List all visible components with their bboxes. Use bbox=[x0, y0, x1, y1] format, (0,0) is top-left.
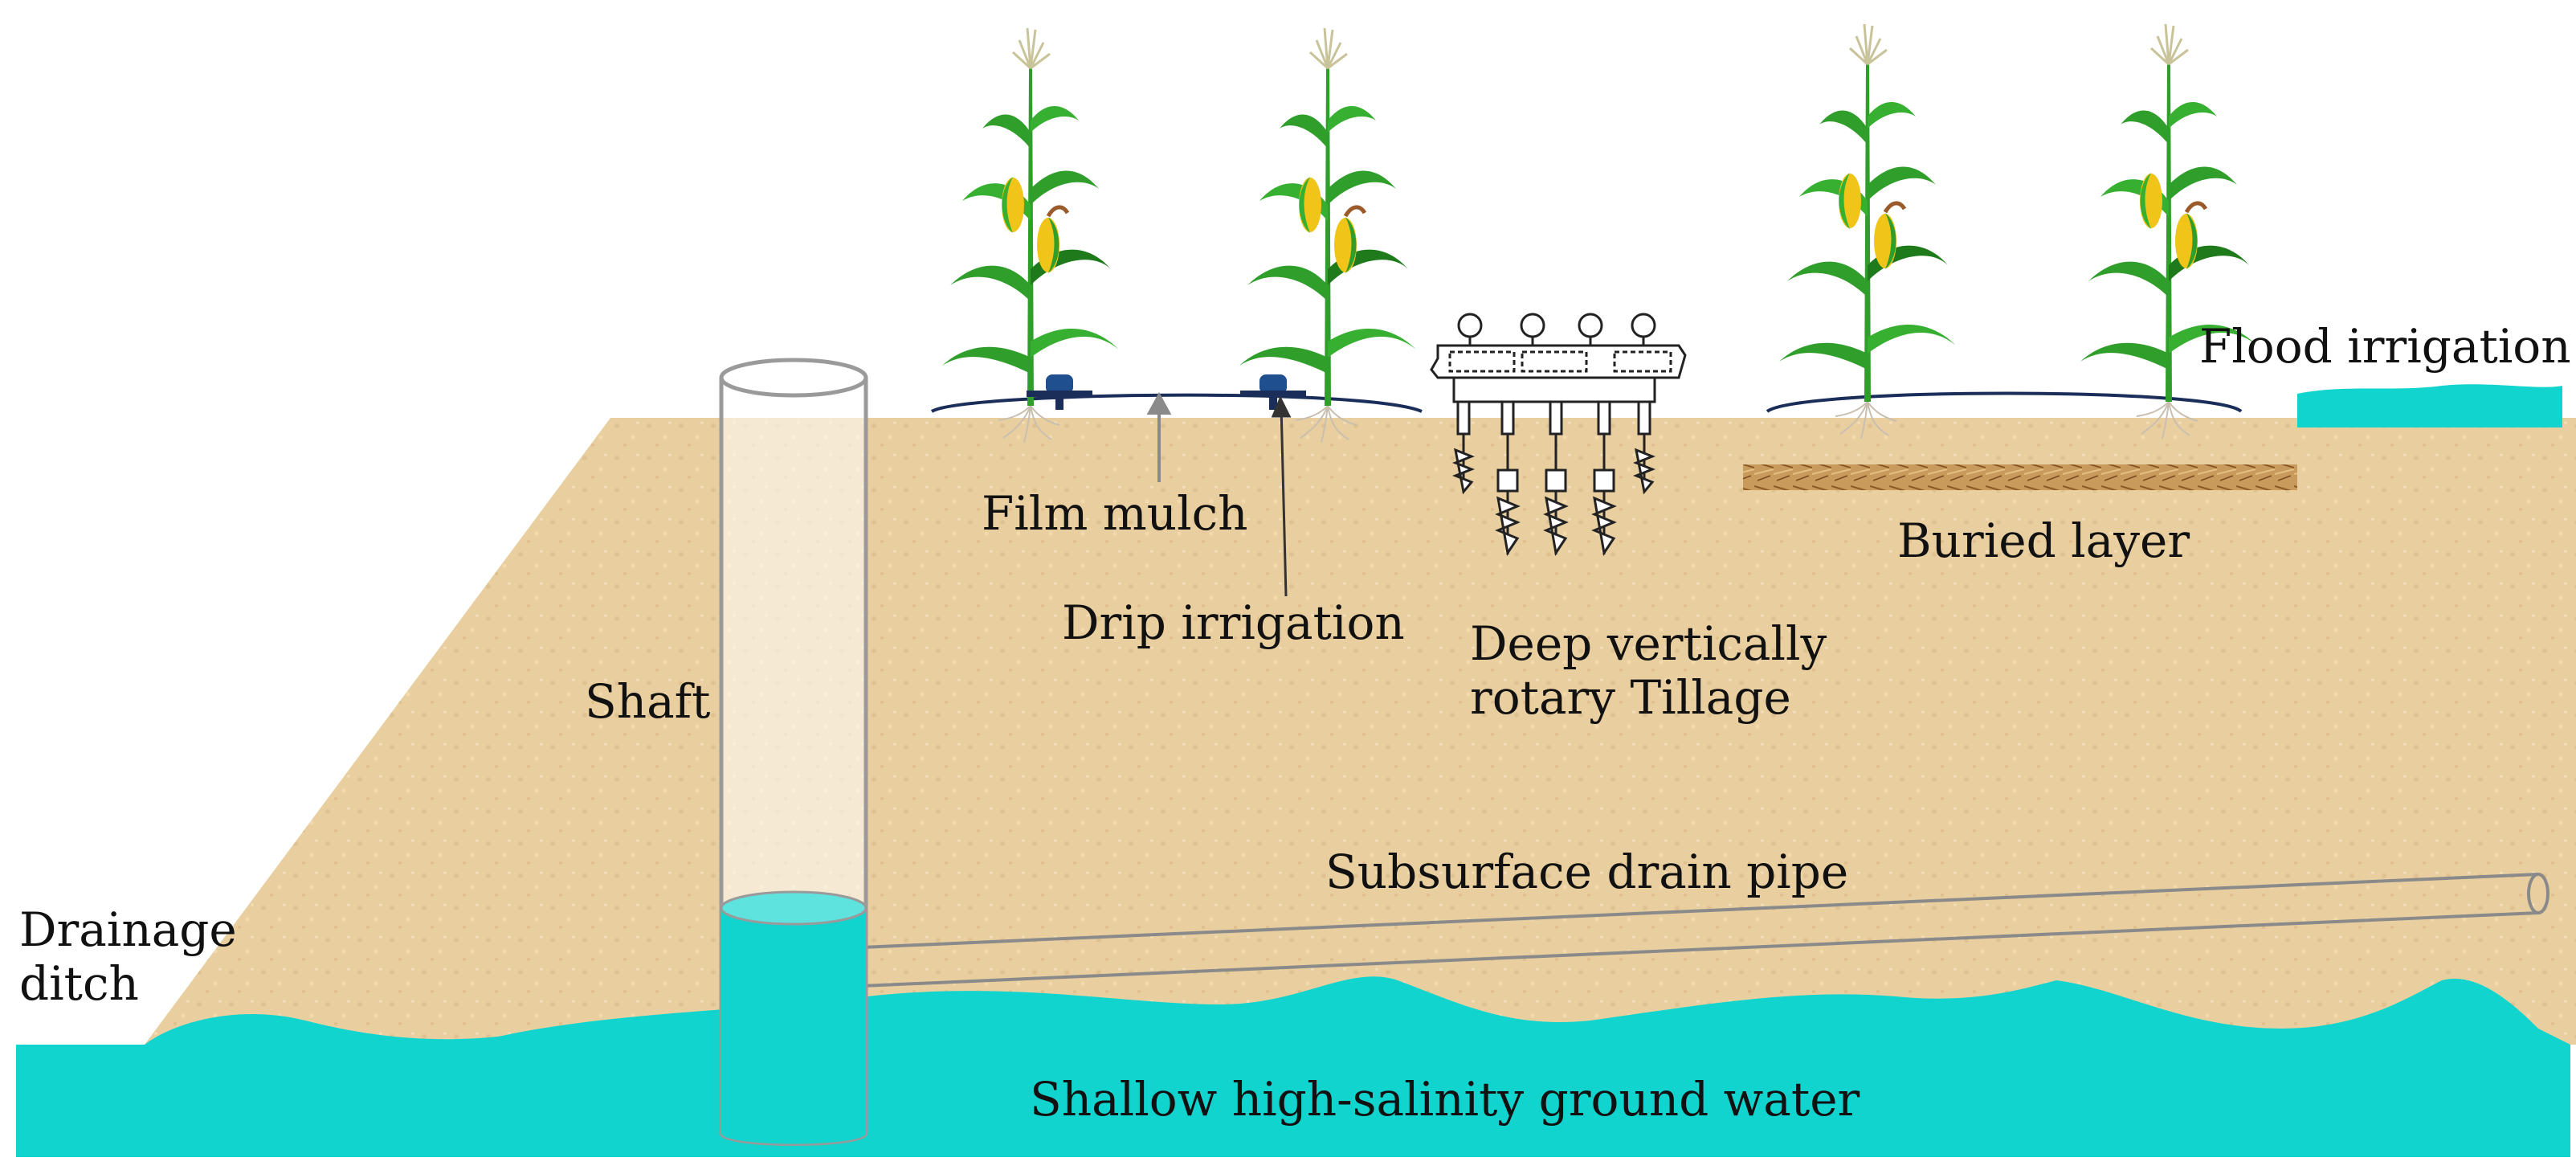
deep-tillage-line2: rotary Tillage bbox=[1470, 669, 1791, 725]
drip-irrigation-pointer bbox=[1271, 395, 1292, 597]
deep-tillage-line1: Deep vertically bbox=[1470, 616, 1827, 671]
flood-irrigation-label: Flood irrigation bbox=[2199, 319, 2571, 374]
buried-layer-label: Buried layer bbox=[1897, 513, 2190, 568]
tillage-machine bbox=[1430, 313, 1687, 556]
corn-plant-3 bbox=[1779, 24, 1956, 439]
corn-plant-1 bbox=[942, 28, 1119, 443]
flood-water bbox=[2297, 384, 2562, 427]
drainage-ditch-line2: ditch bbox=[19, 955, 139, 1011]
drip-emitter-1 bbox=[1027, 374, 1092, 410]
groundwater-body bbox=[16, 976, 2570, 1157]
film-mulch-left bbox=[930, 393, 1423, 413]
soil-profile bbox=[145, 418, 2576, 1045]
deep-tillage-label: Deep vertically rotary Tillage bbox=[1470, 617, 1839, 724]
drainage-ditch-line1: Drainage bbox=[19, 902, 237, 957]
shaft-tube bbox=[719, 358, 868, 1146]
buried-straw-layer bbox=[1743, 464, 2297, 490]
film-mulch-right bbox=[1766, 391, 2243, 413]
corn-plant-4 bbox=[2080, 24, 2257, 439]
subsurface-drain-pipe-label: Subsurface drain pipe bbox=[1325, 845, 1849, 899]
film-mulch-label: Film mulch bbox=[982, 486, 1248, 541]
drip-irrigation-label: Drip irrigation bbox=[1062, 595, 1405, 650]
shaft-label: Shaft bbox=[585, 674, 711, 729]
film-mulch-pointer bbox=[1146, 391, 1172, 482]
drainage-ditch-label: Drainage ditch bbox=[19, 903, 276, 1010]
drip-emitter-2 bbox=[1240, 374, 1306, 410]
groundwater-label: Shallow high-salinity ground water bbox=[1030, 1072, 1860, 1127]
